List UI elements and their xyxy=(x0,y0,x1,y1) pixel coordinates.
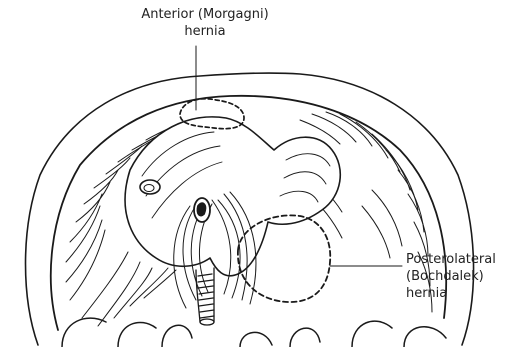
aorta xyxy=(196,268,214,325)
rib-arches xyxy=(62,318,446,347)
anterior-hernia-label: Anterior (Morgagni) hernia xyxy=(100,6,310,40)
oesophageal-hiatus xyxy=(194,198,210,222)
central-tendon xyxy=(125,117,340,276)
posterolateral-label-line1: Posterolateral xyxy=(406,251,496,268)
posterolateral-hernia-label: Posterolateral (Bochdalek) hernia xyxy=(406,251,496,302)
anterior-label-line1: Anterior (Morgagni) xyxy=(100,6,310,23)
posterolateral-label-line3: hernia xyxy=(406,285,496,302)
anterior-label-line2: hernia xyxy=(100,23,310,40)
posterolateral-label-line2: (Bochdalek) xyxy=(406,268,496,285)
ivc-opening xyxy=(140,180,160,194)
